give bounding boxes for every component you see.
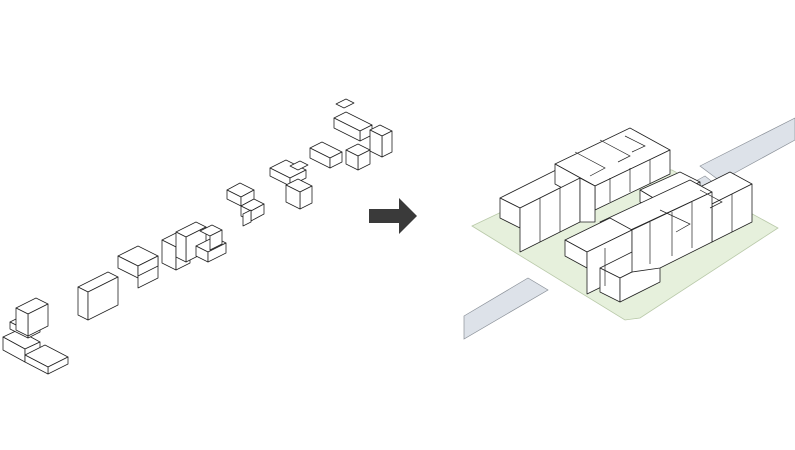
module-block [161, 221, 227, 271]
module-block [117, 245, 159, 289]
right-arrow-icon [369, 198, 417, 234]
building-mass-front [564, 171, 753, 303]
module-block [2, 297, 69, 375]
building-mass-back [499, 127, 671, 253]
module-block [269, 159, 313, 210]
combined-complex-group [463, 117, 795, 340]
module-block [226, 182, 265, 227]
module-block [77, 271, 119, 321]
module-block [309, 98, 393, 171]
separate-modules-group [2, 98, 393, 375]
